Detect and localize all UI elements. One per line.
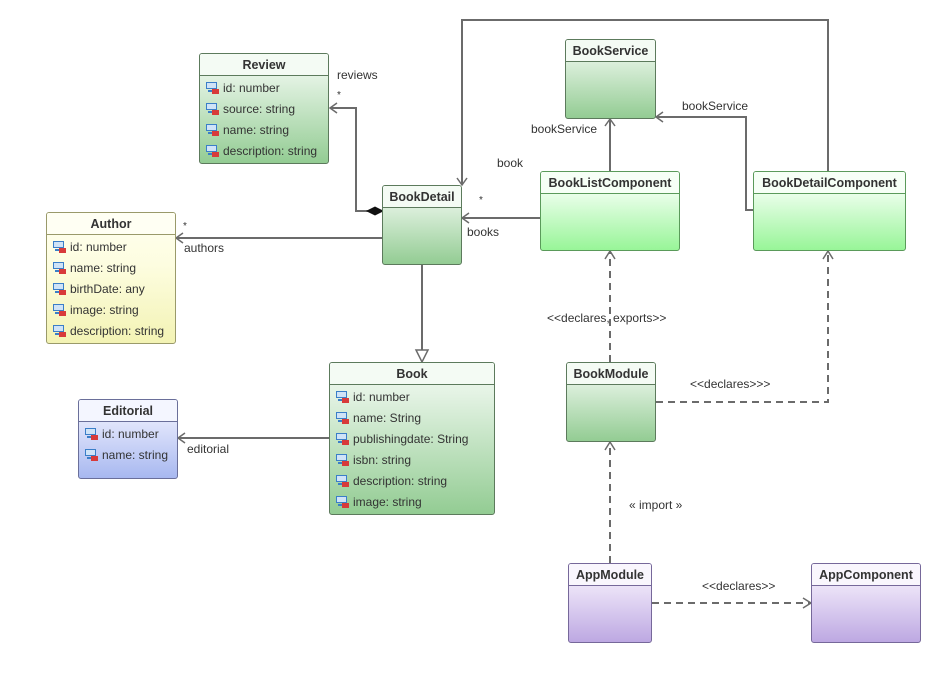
class-book-list-component[interactable]: BookListComponent bbox=[540, 171, 680, 251]
attribute-list: id: number name: string birthDate: any i… bbox=[47, 235, 175, 342]
attribute-icon bbox=[53, 325, 67, 337]
attribute-icon bbox=[53, 241, 67, 253]
attribute-icon bbox=[53, 304, 67, 316]
arrowhead-bookdetail-book bbox=[456, 177, 468, 187]
class-name: BookListComponent bbox=[541, 172, 679, 194]
association-bookdetailcomponent-bookdetail[interactable] bbox=[461, 19, 829, 185]
attribute-icon bbox=[206, 103, 220, 115]
attribute[interactable]: id: number bbox=[200, 78, 328, 99]
multiplicity-authors: * bbox=[183, 221, 187, 232]
attribute-icon bbox=[206, 82, 220, 94]
attribute-icon bbox=[206, 145, 220, 157]
attribute-icon bbox=[336, 433, 350, 445]
attribute[interactable]: id: number bbox=[47, 237, 175, 258]
role-book: book bbox=[497, 156, 524, 170]
attribute-icon bbox=[53, 262, 67, 274]
attribute[interactable]: publishingdate: String bbox=[330, 429, 494, 450]
attribute[interactable]: description: string bbox=[47, 321, 175, 342]
arrowhead-editorial bbox=[176, 432, 186, 444]
class-name: BookDetailComponent bbox=[754, 172, 905, 194]
class-name: BookModule bbox=[567, 363, 655, 385]
class-name: AppComponent bbox=[812, 564, 920, 586]
class-app-component[interactable]: AppComponent bbox=[811, 563, 921, 643]
attribute-icon bbox=[85, 428, 99, 440]
attribute-list: id: number name: string bbox=[79, 422, 177, 466]
arrowhead-bookservice-list bbox=[604, 117, 616, 127]
attribute-icon bbox=[85, 449, 99, 461]
attribute-icon bbox=[336, 412, 350, 424]
stereotype-declares-detail: <<declares>>> bbox=[690, 377, 771, 391]
attribute[interactable]: isbn: string bbox=[330, 450, 494, 471]
attribute[interactable]: description: string bbox=[200, 141, 328, 162]
arrowhead-booklist-dep bbox=[604, 249, 616, 260]
arrowhead-author bbox=[174, 232, 184, 244]
class-editorial[interactable]: Editorial id: number name: string bbox=[78, 399, 178, 479]
attribute[interactable]: source: string bbox=[200, 99, 328, 120]
stereotype-import: « import » bbox=[629, 498, 683, 512]
attribute[interactable]: image: string bbox=[330, 492, 494, 513]
composition-bookdetail-review[interactable] bbox=[330, 107, 383, 212]
class-name: AppModule bbox=[569, 564, 651, 586]
attribute[interactable]: name: string bbox=[79, 445, 177, 466]
class-name: Review bbox=[200, 54, 328, 76]
attribute-icon bbox=[336, 391, 350, 403]
class-name: Editorial bbox=[79, 400, 177, 422]
attribute[interactable]: name: string bbox=[200, 120, 328, 141]
role-editorial: editorial bbox=[187, 442, 230, 456]
class-name: Book bbox=[330, 363, 494, 385]
attribute[interactable]: id: number bbox=[330, 387, 494, 408]
role-books: books bbox=[467, 225, 500, 239]
attribute-icon bbox=[206, 124, 220, 136]
stereotype-declares-exports: <<declares, exports>> bbox=[547, 311, 667, 325]
attribute-icon bbox=[336, 475, 350, 487]
arrowhead-bookdetail-books bbox=[460, 212, 470, 224]
arrowhead-bookmodule-dep bbox=[604, 440, 616, 451]
class-name: Author bbox=[47, 213, 175, 235]
attribute[interactable]: description: string bbox=[330, 471, 494, 492]
multiplicity-reviews: * bbox=[337, 90, 341, 101]
class-author[interactable]: Author id: number name: string birthDate… bbox=[46, 212, 176, 344]
attribute[interactable]: image: string bbox=[47, 300, 175, 321]
association-bookdetailcomponent-bookservice[interactable] bbox=[656, 116, 754, 211]
composition-diamond bbox=[365, 206, 385, 216]
attribute-icon bbox=[53, 283, 67, 295]
class-book-service[interactable]: BookService bbox=[565, 39, 656, 119]
attribute-list: id: number source: string name: string d… bbox=[200, 76, 328, 162]
class-name: BookService bbox=[566, 40, 655, 62]
class-name: BookDetail bbox=[383, 186, 461, 208]
arrowhead-bookservice-detail bbox=[654, 111, 664, 123]
class-book[interactable]: Book id: number name: String publishingd… bbox=[329, 362, 495, 515]
role-reviews: reviews bbox=[337, 68, 378, 82]
arrowhead-bookdetailcomponent-dep bbox=[822, 249, 834, 260]
class-app-module[interactable]: AppModule bbox=[568, 563, 652, 643]
arrowhead-appcomponent-dep bbox=[802, 597, 813, 609]
class-book-detail[interactable]: BookDetail bbox=[382, 185, 462, 265]
role-bookservice-list: bookService bbox=[531, 122, 598, 136]
role-authors: authors bbox=[184, 241, 225, 255]
multiplicity-books: * bbox=[479, 195, 483, 206]
attribute[interactable]: birthDate: any bbox=[47, 279, 175, 300]
attribute-icon bbox=[336, 496, 350, 508]
stereotype-declares-app: <<declares>> bbox=[702, 579, 776, 593]
role-bookservice-detail: bookService bbox=[682, 99, 749, 113]
attribute-icon bbox=[336, 454, 350, 466]
class-review[interactable]: Review id: number source: string name: s… bbox=[199, 53, 329, 164]
attribute[interactable]: name: String bbox=[330, 408, 494, 429]
class-book-detail-component[interactable]: BookDetailComponent bbox=[753, 171, 906, 251]
attribute[interactable]: id: number bbox=[79, 424, 177, 445]
attribute[interactable]: name: string bbox=[47, 258, 175, 279]
attribute-list: id: number name: String publishingdate: … bbox=[330, 385, 494, 513]
class-book-module[interactable]: BookModule bbox=[566, 362, 656, 442]
generalization-triangle bbox=[414, 349, 430, 364]
dependency-bookmodule-bookdetailcomponent[interactable] bbox=[656, 252, 829, 403]
arrowhead-review bbox=[328, 102, 338, 114]
